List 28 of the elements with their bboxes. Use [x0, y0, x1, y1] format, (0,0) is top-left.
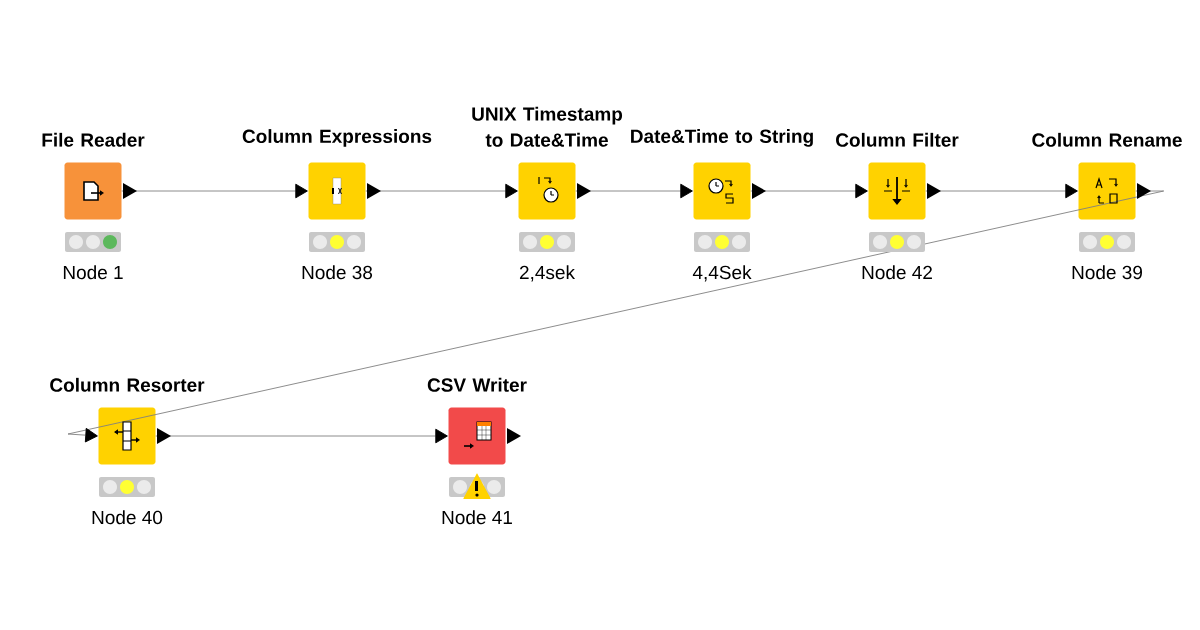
node-title: File Reader: [42, 132, 145, 147]
node-title: Column Filter: [836, 132, 959, 147]
node-caption: Node 1: [63, 265, 123, 280]
node-box: [868, 162, 926, 220]
node-title: Column Resorter: [50, 377, 205, 392]
node-title: Date&Time to String: [631, 129, 813, 147]
node-caption: 2,4sek: [519, 265, 575, 282]
node-caption: Node 39: [1072, 265, 1142, 280]
node-caption: Node 38: [302, 265, 373, 280]
node-title: CSV Writer: [427, 377, 527, 392]
arrow: [750, 183, 868, 199]
node-box: [64, 162, 122, 220]
node-title: UNIX Timestamp to Date&Time: [472, 106, 623, 147]
arrow: [365, 183, 518, 199]
arrow: [155, 428, 448, 444]
node-title: Column Expressions: [242, 129, 432, 147]
node-caption: Node 40: [92, 510, 163, 525]
node-box: [1078, 162, 1136, 220]
node-caption: Node 41: [442, 510, 512, 525]
node-box: [693, 162, 751, 220]
arrow: [121, 183, 308, 199]
node-caption: Node 42: [862, 265, 932, 280]
arrow: [575, 183, 693, 199]
node-caption: 4,4Sek: [692, 265, 752, 282]
node-box: [518, 162, 576, 220]
node-title: Column Rename: [1032, 132, 1182, 147]
node-box: [308, 162, 366, 220]
arrow: [925, 183, 1078, 199]
